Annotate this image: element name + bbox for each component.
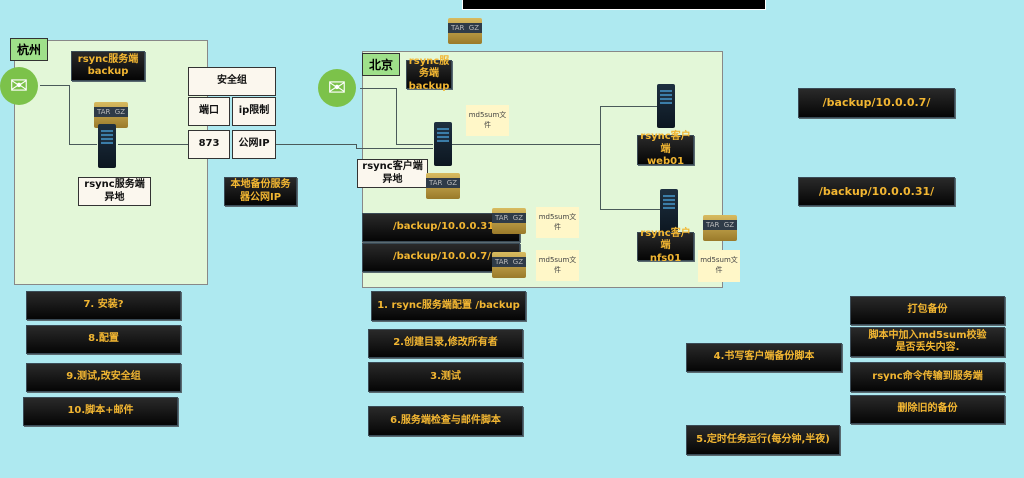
step-9: 9.测试,改安全组 (26, 363, 181, 392)
sg-ip-header: ip限制 (232, 97, 276, 126)
md5sum-file-note: md5sum文 件 (466, 105, 509, 136)
sg-port-value: 873 (188, 130, 230, 159)
step-1: 1. rsync服务端配置 /backup (371, 291, 526, 321)
server-icon (98, 124, 116, 168)
script-step-md5: 脚本中加入md5sum校验 是否丢失内容. (850, 327, 1005, 357)
hz-rsync-server-backup: rsync服务端 backup (71, 51, 145, 81)
step-4: 4.书写客户端备份脚本 (686, 343, 842, 372)
tar-archive-icon (448, 18, 482, 44)
security-group-title: 安全组 (188, 67, 276, 96)
tar-archive-icon (426, 173, 460, 199)
md5sum-file-note: md5sum文 件 (536, 250, 579, 281)
script-step-package: 打包备份 (850, 296, 1005, 325)
sg-ip-value: 公网IP (232, 130, 276, 159)
nfs01-client: rsync客户端 nfs01 (637, 228, 694, 264)
title-bar (462, 0, 766, 10)
nfs01-server-icon (660, 189, 678, 233)
md5sum-file-note: md5sum文 件 (536, 207, 579, 238)
bj-rsync-client-remote: rsync客户端 异地 (357, 159, 428, 188)
right-path-31: /backup/10.0.0.31/ (798, 177, 955, 206)
step-7: 7. 安装? (26, 291, 181, 320)
script-step-rsync: rsync命令传输到服务端 (850, 362, 1005, 392)
step-8: 8.配置 (26, 325, 181, 354)
script-step-delete: 删除旧的备份 (850, 395, 1005, 424)
md5sum-file-note: md5sum文 件 (698, 250, 740, 282)
tar-archive-icon (492, 252, 526, 278)
step-3: 3.测试 (368, 362, 523, 392)
sg-port-header: 端口 (188, 97, 230, 126)
step-6: 6.服务端检查与邮件脚本 (368, 406, 523, 436)
step-5: 5.定时任务运行(每分钟,半夜) (686, 425, 840, 455)
step-10: 10.脚本+邮件 (23, 397, 178, 426)
hangzhou-label: 杭州 (10, 38, 49, 61)
tar-archive-icon (492, 208, 526, 234)
tar-archive-icon (94, 102, 128, 128)
right-path-7: /backup/10.0.0.7/ (798, 88, 955, 118)
tar-archive-icon (703, 215, 737, 241)
hz-rsync-server-remote: rsync服务端 异地 (78, 177, 151, 206)
step-2: 2.创建目录,修改所有者 (368, 329, 523, 358)
server-icon (434, 122, 452, 166)
mail-icon: ✉ (0, 67, 38, 105)
web01-server-icon (657, 84, 675, 128)
web01-client: rsync客户端 web01 (637, 131, 694, 167)
bj-rsync-server-backup: rsync服务端 backup (406, 56, 452, 92)
local-backup-public-ip-note: 本地备份服务 器公网IP (224, 177, 297, 206)
beijing-label: 北京 (362, 53, 401, 76)
mail-icon: ✉ (318, 69, 356, 107)
